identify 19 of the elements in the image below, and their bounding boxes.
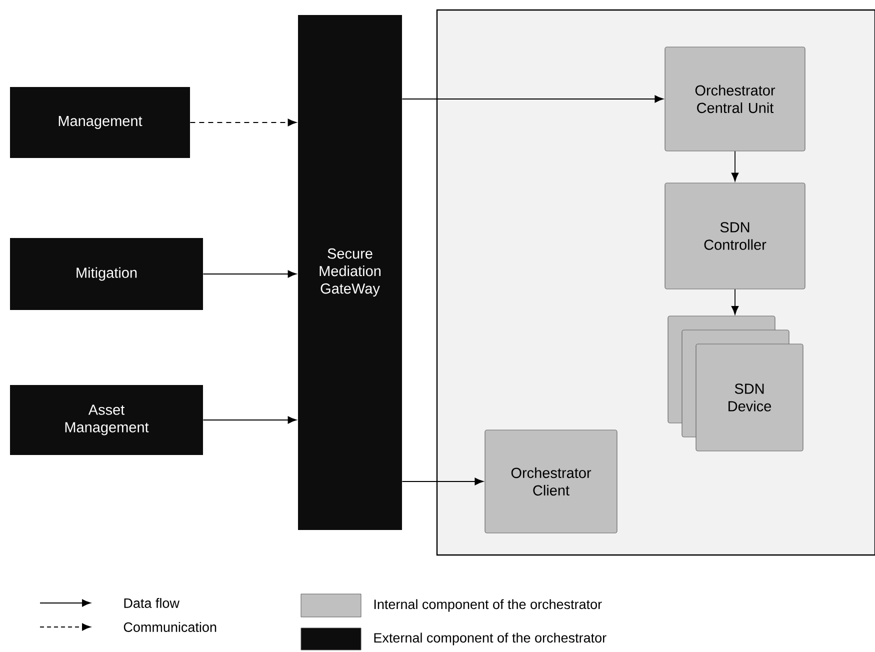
legend-text: Communication bbox=[124, 622, 216, 632]
component-box: Orchestrator Central Unit bbox=[664, 46, 806, 152]
external-box: Management bbox=[10, 87, 190, 158]
external-box: Asset Management bbox=[10, 385, 203, 455]
arrow bbox=[190, 118, 296, 126]
stacked-device-boxes: SDN Device bbox=[668, 316, 804, 452]
arrow bbox=[731, 150, 739, 182]
external-box: Mitigation bbox=[10, 238, 203, 310]
arrow bbox=[202, 416, 296, 424]
arrow bbox=[202, 270, 296, 278]
external-box: Secure Mediation GateWay bbox=[298, 15, 402, 530]
legend-text: External component of the orchestrator bbox=[374, 632, 606, 646]
legend-text: Data flow bbox=[124, 598, 180, 608]
arrow bbox=[731, 288, 739, 315]
arrow bbox=[402, 95, 664, 103]
arrow bbox=[402, 478, 484, 486]
component-box: Orchestrator Client bbox=[484, 430, 618, 534]
legend-text: Internal component of the orchestrator bbox=[374, 599, 602, 612]
component-box: SDN Controller bbox=[664, 182, 806, 290]
